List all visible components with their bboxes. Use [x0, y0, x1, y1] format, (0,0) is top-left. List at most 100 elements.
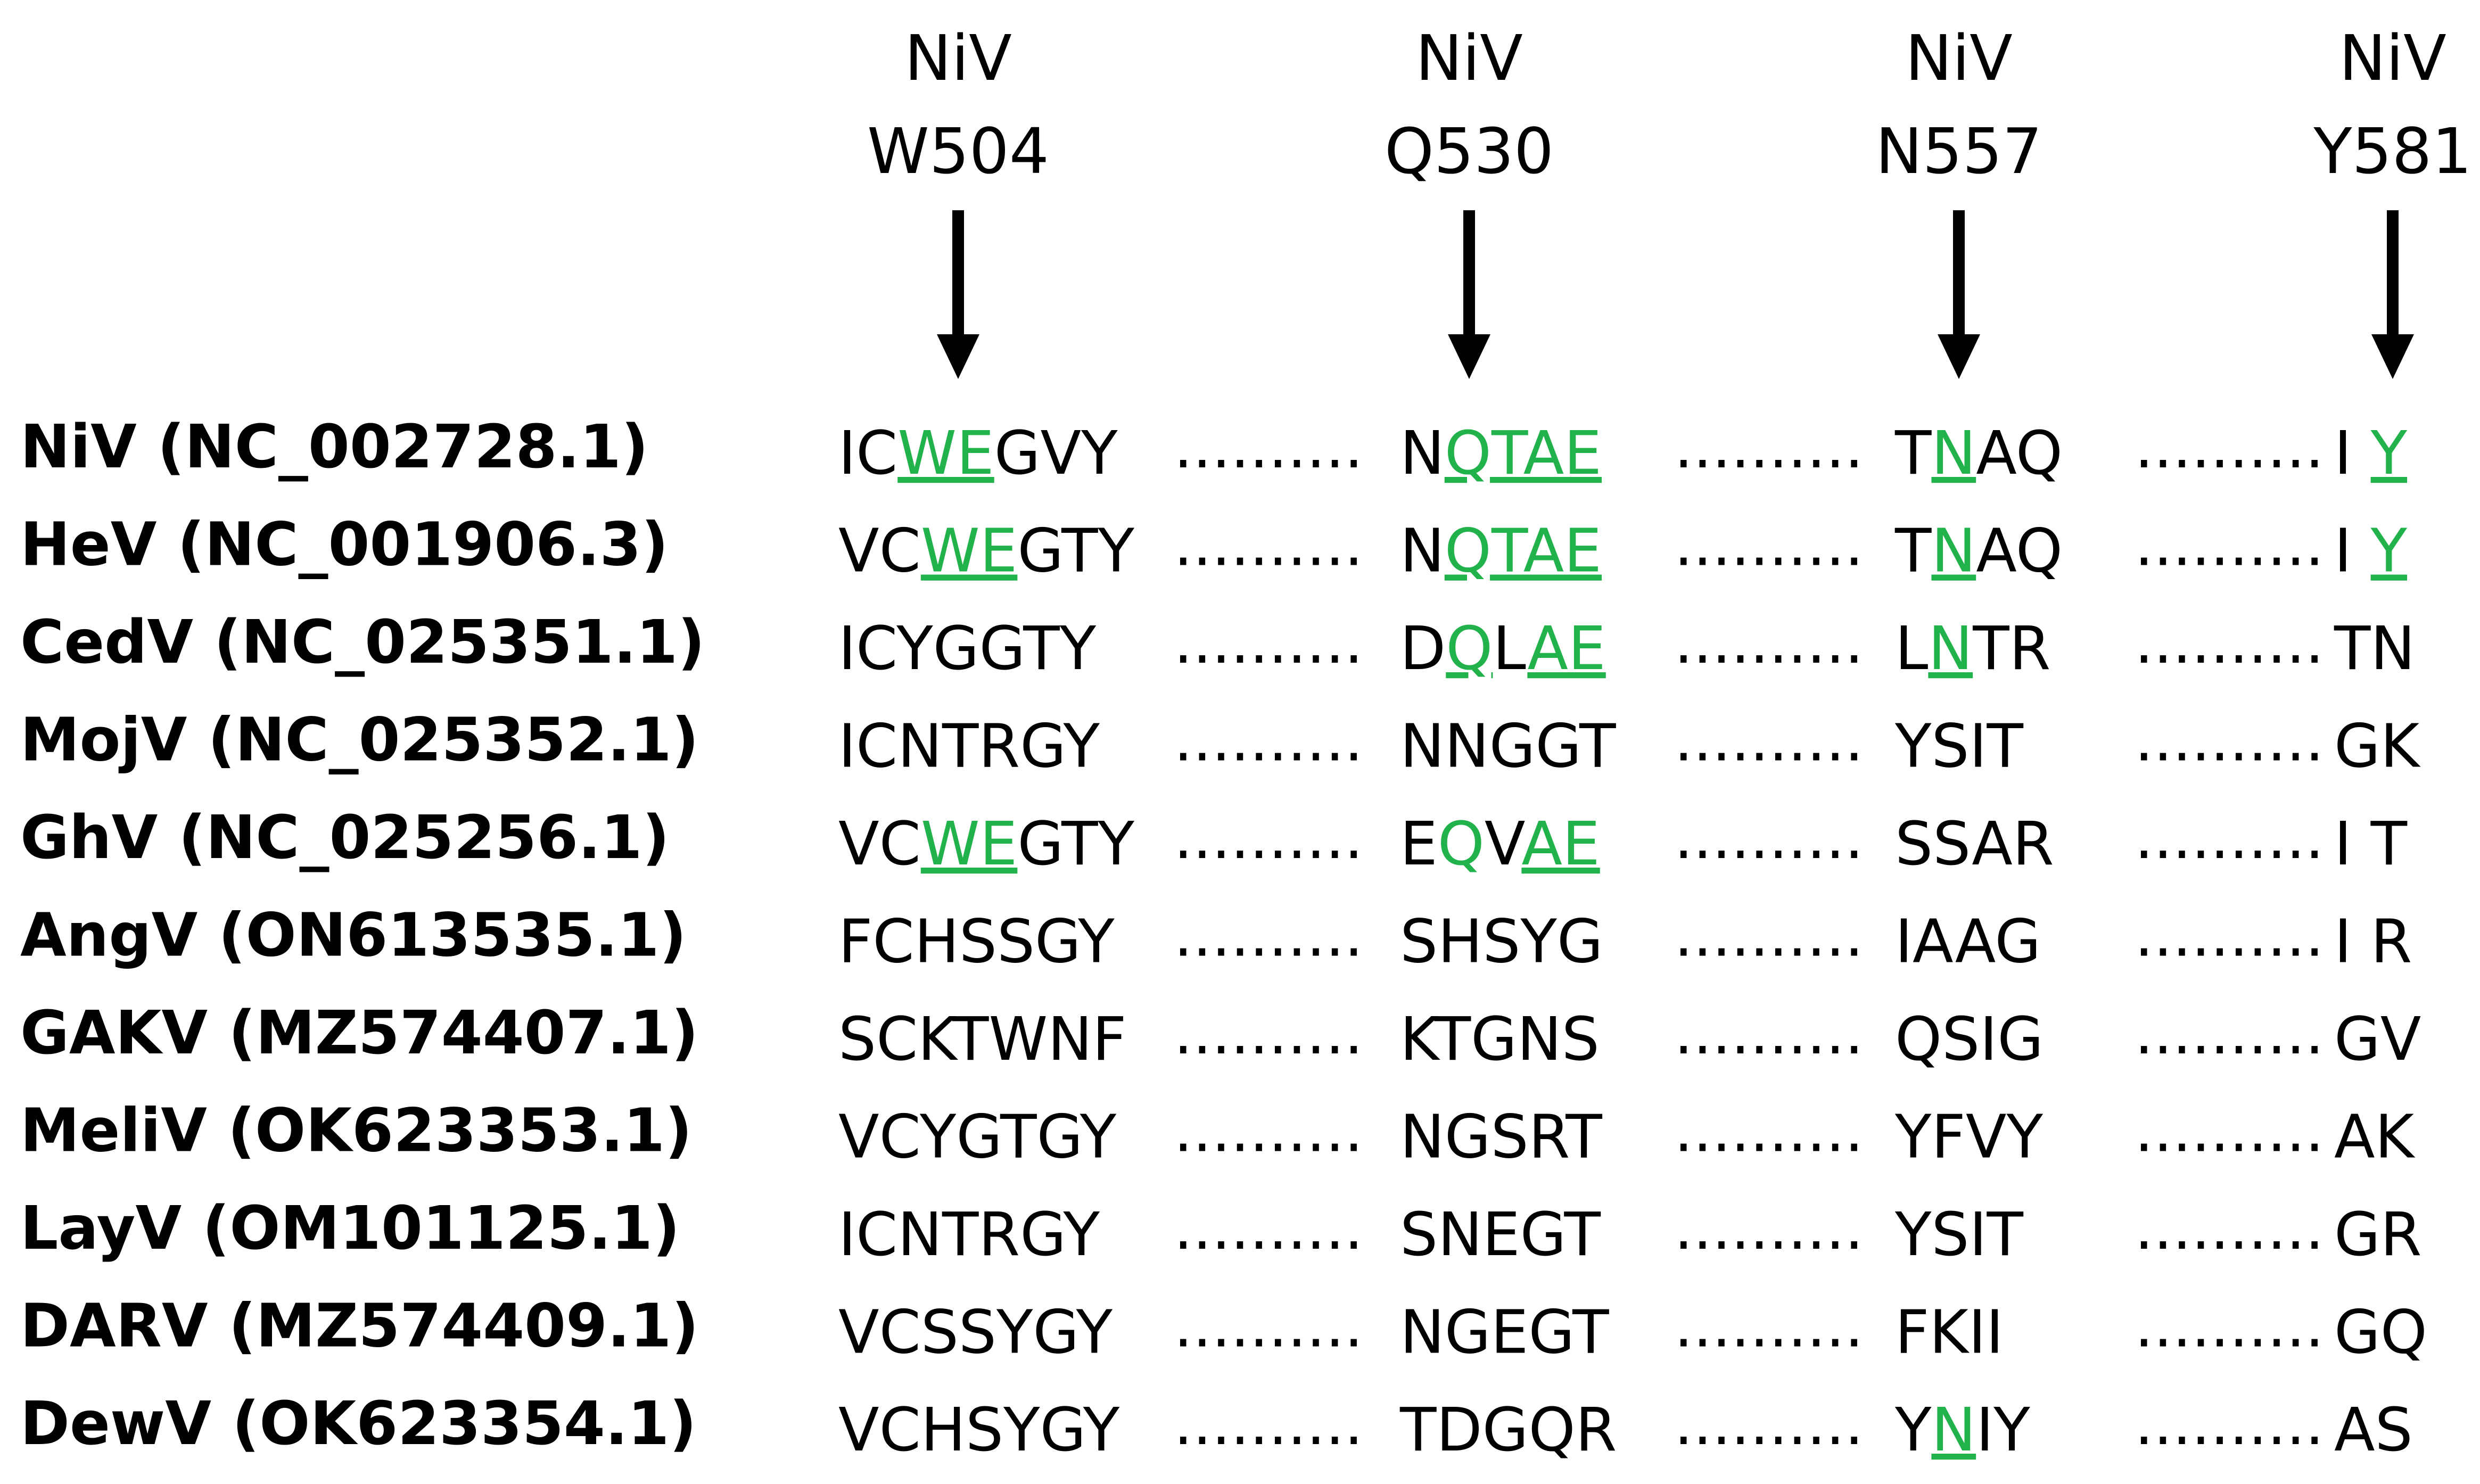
sequence-block: AK	[2334, 1103, 2416, 1172]
residue: I T	[2334, 810, 2408, 879]
sequence-block: I Y	[2334, 517, 2408, 586]
residue: NNGGT	[1400, 712, 1616, 781]
position-header-line1: NiV	[1415, 21, 1523, 95]
residue: GK	[2334, 712, 2421, 781]
sequence-block: EQVAE	[1400, 810, 1600, 879]
residue: IY	[1976, 1396, 2030, 1465]
residue: I	[2334, 419, 2371, 488]
down-arrow-icon	[1938, 210, 1980, 379]
residue: GTY	[1017, 810, 1134, 879]
dot-leader: ..........	[1174, 999, 1363, 1068]
sequence-block: VCWEGTY	[838, 810, 1135, 879]
residue: FKII	[1895, 1298, 2004, 1367]
residue: L	[1493, 614, 1527, 683]
dot-leader: ..........	[2135, 999, 2324, 1068]
down-arrow-icon	[937, 210, 979, 379]
residue: VCYGTGY	[838, 1103, 1117, 1172]
highlighted-residue: WE	[921, 810, 1018, 879]
dot-leader: ..........	[1174, 608, 1363, 677]
virus-label: NiV (NC_002728.1)	[20, 413, 648, 482]
dot-leader: ..........	[2135, 510, 2324, 580]
residue: VCHSYGY	[838, 1396, 1120, 1465]
dot-leader: ..........	[1674, 1292, 1864, 1361]
dot-leader: ..........	[1174, 1292, 1363, 1361]
sequence-block: ICWEGVY	[838, 419, 1118, 488]
highlighted-residue: Y	[2370, 419, 2408, 488]
residue: D	[1400, 614, 1446, 683]
sequence-block: NQTAE	[1400, 419, 1602, 488]
sequence-block: GV	[2334, 1005, 2421, 1074]
residue: TN	[2334, 614, 2415, 683]
residue: V	[1485, 810, 1525, 879]
residue: AQ	[1976, 517, 2063, 586]
dot-leader: ..........	[1674, 1194, 1864, 1263]
residue: VC	[838, 810, 921, 879]
position-arrows	[937, 210, 2414, 379]
sequence-block: I R	[2334, 908, 2412, 977]
dot-leader: ..........	[1674, 608, 1864, 677]
virus-label: GhV (NC_025256.1)	[20, 803, 670, 872]
residue: GR	[2334, 1200, 2422, 1269]
sequence-block: TNAQ	[1894, 517, 2063, 586]
sequence-block: TN	[2334, 614, 2415, 683]
sequence-block: YSIT	[1894, 1200, 2024, 1269]
residue: FCHSSGY	[838, 908, 1115, 977]
gap-dots: ........................................…	[1174, 413, 2324, 1458]
sequence-block: QSIG	[1895, 1005, 2044, 1074]
down-arrow-icon	[1448, 210, 1490, 379]
highlighted-residue: N	[1931, 1396, 1976, 1465]
virus-label: MojV (NC_025352.1)	[20, 706, 699, 775]
sequence-block: SNEGT	[1400, 1200, 1601, 1269]
virus-labels: NiV (NC_002728.1)HeV (NC_001906.3)CedV (…	[20, 413, 705, 1458]
virus-label: DARV (MZ574409.1)	[20, 1292, 699, 1361]
residue: SNEGT	[1400, 1200, 1601, 1269]
dot-leader: ..........	[1174, 510, 1363, 580]
dot-leader: ..........	[1674, 1389, 1864, 1458]
residue: NGEGT	[1400, 1298, 1609, 1367]
dot-leader: ..........	[2135, 413, 2324, 482]
sequence-block: I T	[2334, 810, 2408, 879]
residue: ICYGGTY	[838, 614, 1097, 683]
sequence-block: SCKTWNF	[838, 1005, 1126, 1074]
dot-leader: ..........	[1674, 999, 1864, 1068]
dot-leader: ..........	[1674, 1096, 1864, 1166]
residue: YSIT	[1894, 1200, 2024, 1269]
sequence-block: FCHSSGY	[838, 908, 1115, 977]
highlighted-residue: WE	[897, 419, 994, 488]
sequence-block: KTGNS	[1400, 1005, 1600, 1074]
dot-leader: ..........	[1174, 706, 1363, 775]
down-arrow-icon	[2371, 210, 2414, 379]
residue: T	[1894, 517, 1932, 586]
dot-leader: ..........	[1174, 1096, 1363, 1166]
residue: N	[1400, 517, 1445, 586]
position-header-line1: NiV	[1905, 21, 2013, 95]
sequence-block: ICNTRGY	[838, 712, 1100, 781]
residue: TR	[1972, 614, 2050, 683]
highlighted-residue: N	[1931, 419, 1976, 488]
dot-leader: ..........	[1674, 803, 1864, 872]
sequence-block: I Y	[2334, 419, 2408, 488]
highlighted-residue: N	[1931, 517, 1976, 586]
sequence-block: ICYGGTY	[838, 614, 1097, 683]
residue: L	[1895, 614, 1928, 683]
residue: N	[1400, 419, 1445, 488]
sequence-block: SSAR	[1895, 810, 2054, 879]
residue: Y	[1894, 1396, 1932, 1465]
position-header-line1: NiV	[904, 21, 1012, 95]
residue: GTY	[1017, 517, 1134, 586]
highlighted-residue: QTAE	[1445, 517, 1602, 586]
dot-leader: ..........	[1174, 1194, 1363, 1263]
residue: SHSYG	[1400, 908, 1603, 977]
highlighted-residue: Q	[1438, 810, 1485, 879]
sequence-block: FKII	[1895, 1298, 2004, 1367]
residue: IAAG	[1895, 908, 2041, 977]
sequence-block: SHSYG	[1400, 908, 1603, 977]
sequence-block: GK	[2334, 712, 2421, 781]
residue: YSIT	[1894, 712, 2024, 781]
residue: GVY	[994, 419, 1118, 488]
dot-leader: ..........	[1674, 413, 1864, 482]
residue: IC	[838, 419, 897, 488]
